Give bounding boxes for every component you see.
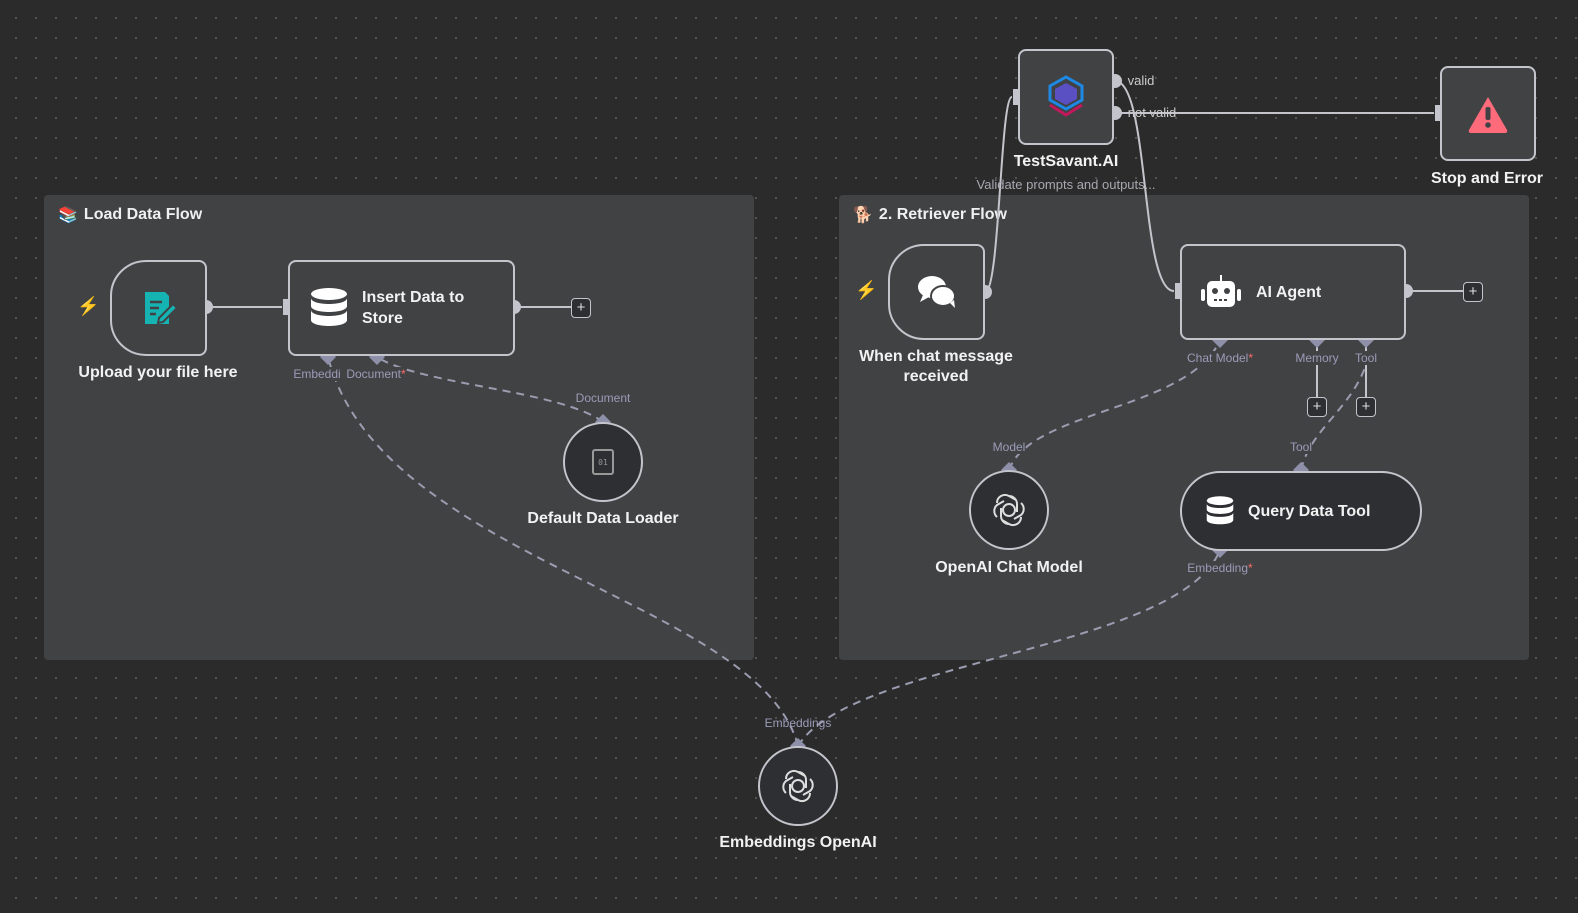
node-label: When chat message received [859, 348, 1013, 385]
port-text: Chat Model [1186, 351, 1249, 365]
add-tool-button[interactable]: + [1356, 397, 1376, 417]
port-text: Embedding [1187, 561, 1249, 575]
port-label-chat-model: Chat Model* [1186, 351, 1254, 365]
node-label: Stop and Error [1430, 170, 1544, 187]
port-label-tool: Tool [1354, 351, 1378, 365]
node-label: Upload your file here [78, 364, 238, 381]
port-label-tool: Tool [1289, 440, 1313, 454]
required-marker: * [401, 367, 406, 381]
node-openai-chat-model[interactable] [969, 470, 1049, 550]
group-title: 2. Retriever Flow [878, 206, 1007, 223]
openai-icon [993, 493, 1025, 527]
form-edit-icon [144, 292, 178, 325]
warning-icon [1468, 96, 1508, 133]
add-node-button[interactable]: + [571, 298, 591, 318]
node-stop-and-error[interactable] [1440, 66, 1536, 161]
edge-embed-insert [327, 356, 799, 747]
node-ai-agent[interactable]: AI Agent [1180, 244, 1406, 340]
port-label-embedding: Embedding* [1187, 561, 1253, 575]
node-insert-data-to-store[interactable]: Insert Data to Store [288, 260, 515, 356]
add-memory-button[interactable]: + [1307, 397, 1327, 417]
edge-valid-agent [1114, 80, 1175, 292]
port-text: Document [346, 367, 402, 381]
node-query-data-tool[interactable]: Query Data Tool [1180, 471, 1422, 551]
node-testsavant[interactable] [1018, 49, 1114, 145]
books-icon: 📚 [58, 207, 78, 224]
port-label-embedding: Embeddi [293, 367, 341, 381]
node-label: TestSavant.AI [1013, 153, 1119, 170]
output-label-not-valid: not valid [1127, 105, 1177, 120]
edge-loader-document [376, 356, 604, 423]
node-default-data-loader[interactable]: 01 [563, 422, 643, 502]
node-label: AI Agent [1256, 283, 1322, 301]
node-label: OpenAI Chat Model [935, 559, 1083, 576]
edge-chat-testsavant [984, 96, 1013, 293]
port-label-memory: Memory [1295, 351, 1339, 365]
node-upload-file[interactable] [110, 260, 207, 356]
database-icon [311, 288, 347, 326]
openai-icon [782, 769, 814, 803]
trigger-bolt-icon: ⚡ [855, 280, 878, 300]
trigger-bolt-icon: ⚡ [77, 296, 100, 316]
node-subtitle: Validate prompts and outputs... [976, 177, 1156, 192]
testsavant-logo-icon [1048, 75, 1084, 117]
node-label: Query Data Tool [1248, 502, 1371, 520]
node-embeddings-openai[interactable] [758, 746, 838, 826]
edge-embed-query [797, 549, 1221, 747]
add-node-button[interactable]: + [1463, 282, 1483, 302]
group-title: Load Data Flow [83, 206, 203, 223]
document-binary-icon: 01 [592, 449, 614, 475]
output-label-valid: valid [1127, 73, 1155, 88]
required-marker: * [1248, 351, 1254, 365]
port-label-model: Model [992, 440, 1026, 454]
port-label-document: Document [575, 391, 631, 405]
robot-icon [1201, 275, 1241, 307]
chat-bubbles-icon [917, 276, 956, 308]
port-label-document: Document* [346, 367, 406, 381]
node-label: Embeddings OpenAI [719, 834, 877, 851]
port-label-embeddings: Embeddings [764, 716, 832, 730]
node-label: Insert Data to Store [362, 289, 465, 327]
database-icon [1206, 496, 1234, 525]
svg-text:01: 01 [598, 458, 608, 467]
node-chat-trigger[interactable] [888, 244, 985, 340]
edge-query-tool [1300, 364, 1367, 471]
dog-icon: 🐕 [853, 207, 873, 224]
required-marker: * [1248, 561, 1253, 575]
node-label: Default Data Loader [527, 510, 679, 527]
